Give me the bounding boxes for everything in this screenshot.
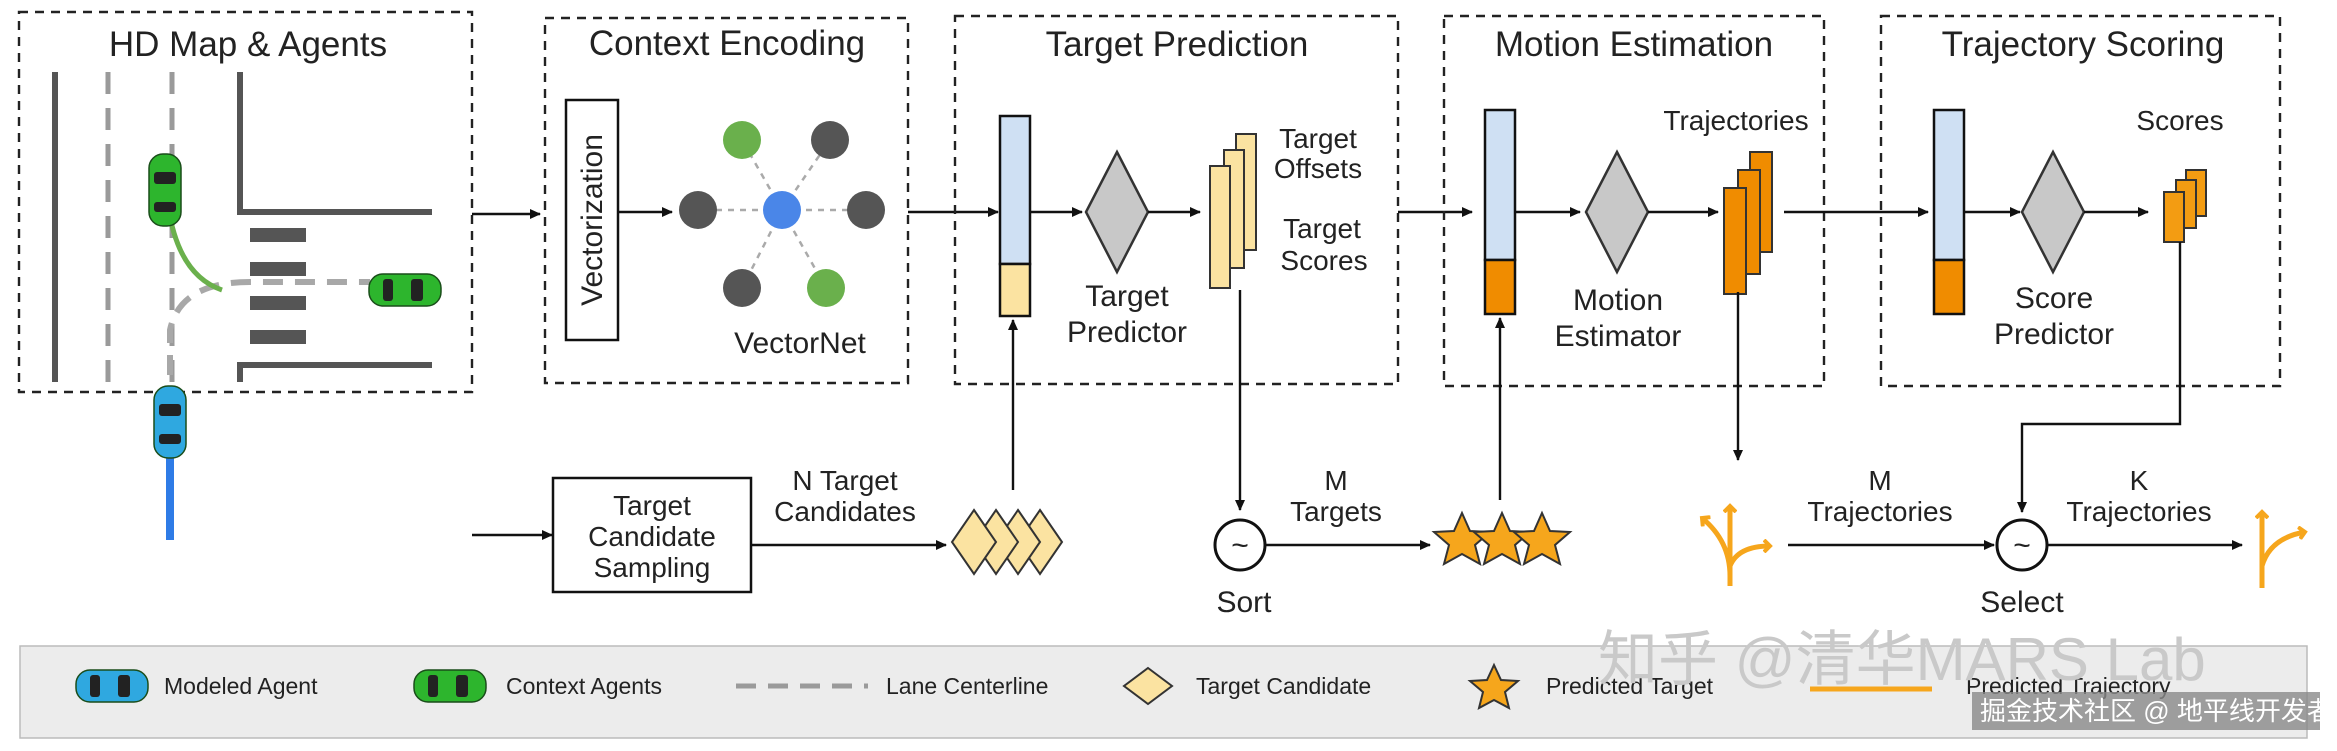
vectornet-node (811, 121, 849, 159)
legend-target-candidate: Target Candidate (1196, 673, 1371, 699)
context-encoding-title: Context Encoding (589, 24, 865, 63)
k-trajectories-label-2: Trajectories (2066, 496, 2211, 527)
context-encoding-panel (543, 16, 910, 385)
n-target-label-1: N Target (792, 465, 898, 496)
vectornet-node (847, 191, 885, 229)
n-target-label-2: Candidates (774, 496, 916, 527)
target-offsets-label-2: Offsets (1274, 153, 1362, 184)
target-feature-cell (998, 262, 1032, 318)
legend-context-agents: Context Agents (506, 673, 662, 699)
target-predictor-label-2: Predictor (1067, 316, 1187, 349)
vectornet-label: VectorNet (734, 327, 866, 360)
motion-estimator-diamond (1584, 149, 1650, 275)
watermark-sub-bg (1972, 692, 2320, 730)
hd-map-panel (17, 10, 474, 394)
score-predictor-label-1: Score (2015, 282, 2093, 315)
score-predictor-diamond (2020, 149, 2086, 275)
predicted-target-stars (1431, 510, 1573, 567)
hd-map-title: HD Map & Agents (109, 25, 387, 64)
select-label: Select (1980, 586, 2064, 619)
motion-estimation-panel (1442, 14, 1826, 388)
trajectory-scoring-title: Trajectory Scoring (1942, 25, 2225, 64)
target-prediction-panel (953, 14, 1400, 386)
vectornet-node (723, 121, 761, 159)
sampling-label-3: Sampling (594, 552, 711, 583)
motion-estimator-label-2: Estimator (1555, 320, 1682, 353)
target-scores-label-2: Scores (1280, 245, 1367, 276)
arrow-scores-to-select (2017, 242, 2182, 513)
context-agent-car-north (148, 153, 182, 227)
legend-lane-centerline: Lane Centerline (886, 673, 1048, 699)
motion-estimation-title: Motion Estimation (1495, 25, 1773, 64)
target-candidate-diamonds (950, 508, 1064, 576)
m-targets-label-1: M (1324, 465, 1347, 496)
watermark-zhihu: 知乎 @清华MARS Lab (1598, 626, 2206, 693)
scoring-feature-cell (1932, 258, 1966, 316)
sort-symbol: ~ (1231, 529, 1249, 562)
target-predictor-label-1: Target (1085, 280, 1169, 313)
target-candidate-sampling-box (551, 476, 753, 594)
target-offsets-label-1: Target (1279, 123, 1357, 154)
trajectory-scoring-panel (1879, 14, 2282, 388)
trajectories-label: Trajectories (1663, 105, 1808, 136)
select-symbol: ~ (2013, 529, 2031, 562)
target-prediction-title: Target Prediction (1046, 25, 1309, 64)
m-trajectories-label-2: Trajectories (1807, 496, 1952, 527)
vectornet-center-node (763, 191, 801, 229)
vectorization-label: Vectorization (576, 134, 609, 306)
watermark-juejin: 掘金技术社区 @ 地平线开发者 (1980, 696, 2333, 726)
legend-target-candidate-icon (1122, 666, 1174, 706)
legend-context-agents-icon (413, 669, 487, 703)
score-stack (2163, 169, 2207, 243)
sampling-label-2: Candidate (588, 521, 716, 552)
scores-label: Scores (2136, 105, 2223, 136)
k-trajectory-fork-icon (2262, 512, 2305, 588)
vectornet-node (679, 191, 717, 229)
modeled-agent-car (153, 385, 187, 459)
vectornet-node (723, 269, 761, 307)
m-trajectories-label-1: M (1868, 465, 1891, 496)
motion-estimator-label-1: Motion (1573, 284, 1663, 317)
motion-feature-vector (1483, 108, 1517, 262)
legend-predicted-target-icon (1467, 662, 1521, 710)
target-output-stack (1209, 133, 1257, 289)
score-predictor-label-2: Predictor (1994, 318, 2114, 351)
target-scores-label-1: Target (1283, 213, 1361, 244)
legend-modeled-agent-icon (75, 669, 149, 703)
scoring-feature-vector (1932, 108, 1966, 262)
sampling-label-1: Target (613, 490, 691, 521)
sort-label: Sort (1216, 586, 1272, 619)
m-trajectory-fork-icon (1702, 506, 1770, 586)
vectorization-block (564, 98, 620, 342)
context-agent-car-east (368, 273, 442, 307)
motion-feature-cell (1483, 258, 1517, 316)
k-trajectories-label-1: K (2130, 465, 2149, 496)
trajectory-stack (1723, 151, 1773, 295)
target-predictor-diamond (1084, 149, 1150, 275)
vectornet-node (807, 269, 845, 307)
target-feature-vector (998, 114, 1032, 266)
legend-modeled-agent: Modeled Agent (164, 673, 318, 699)
road-scene (52, 72, 432, 540)
m-targets-label-2: Targets (1290, 496, 1382, 527)
legend-predicted-target: Predicted Target (1546, 673, 1714, 699)
